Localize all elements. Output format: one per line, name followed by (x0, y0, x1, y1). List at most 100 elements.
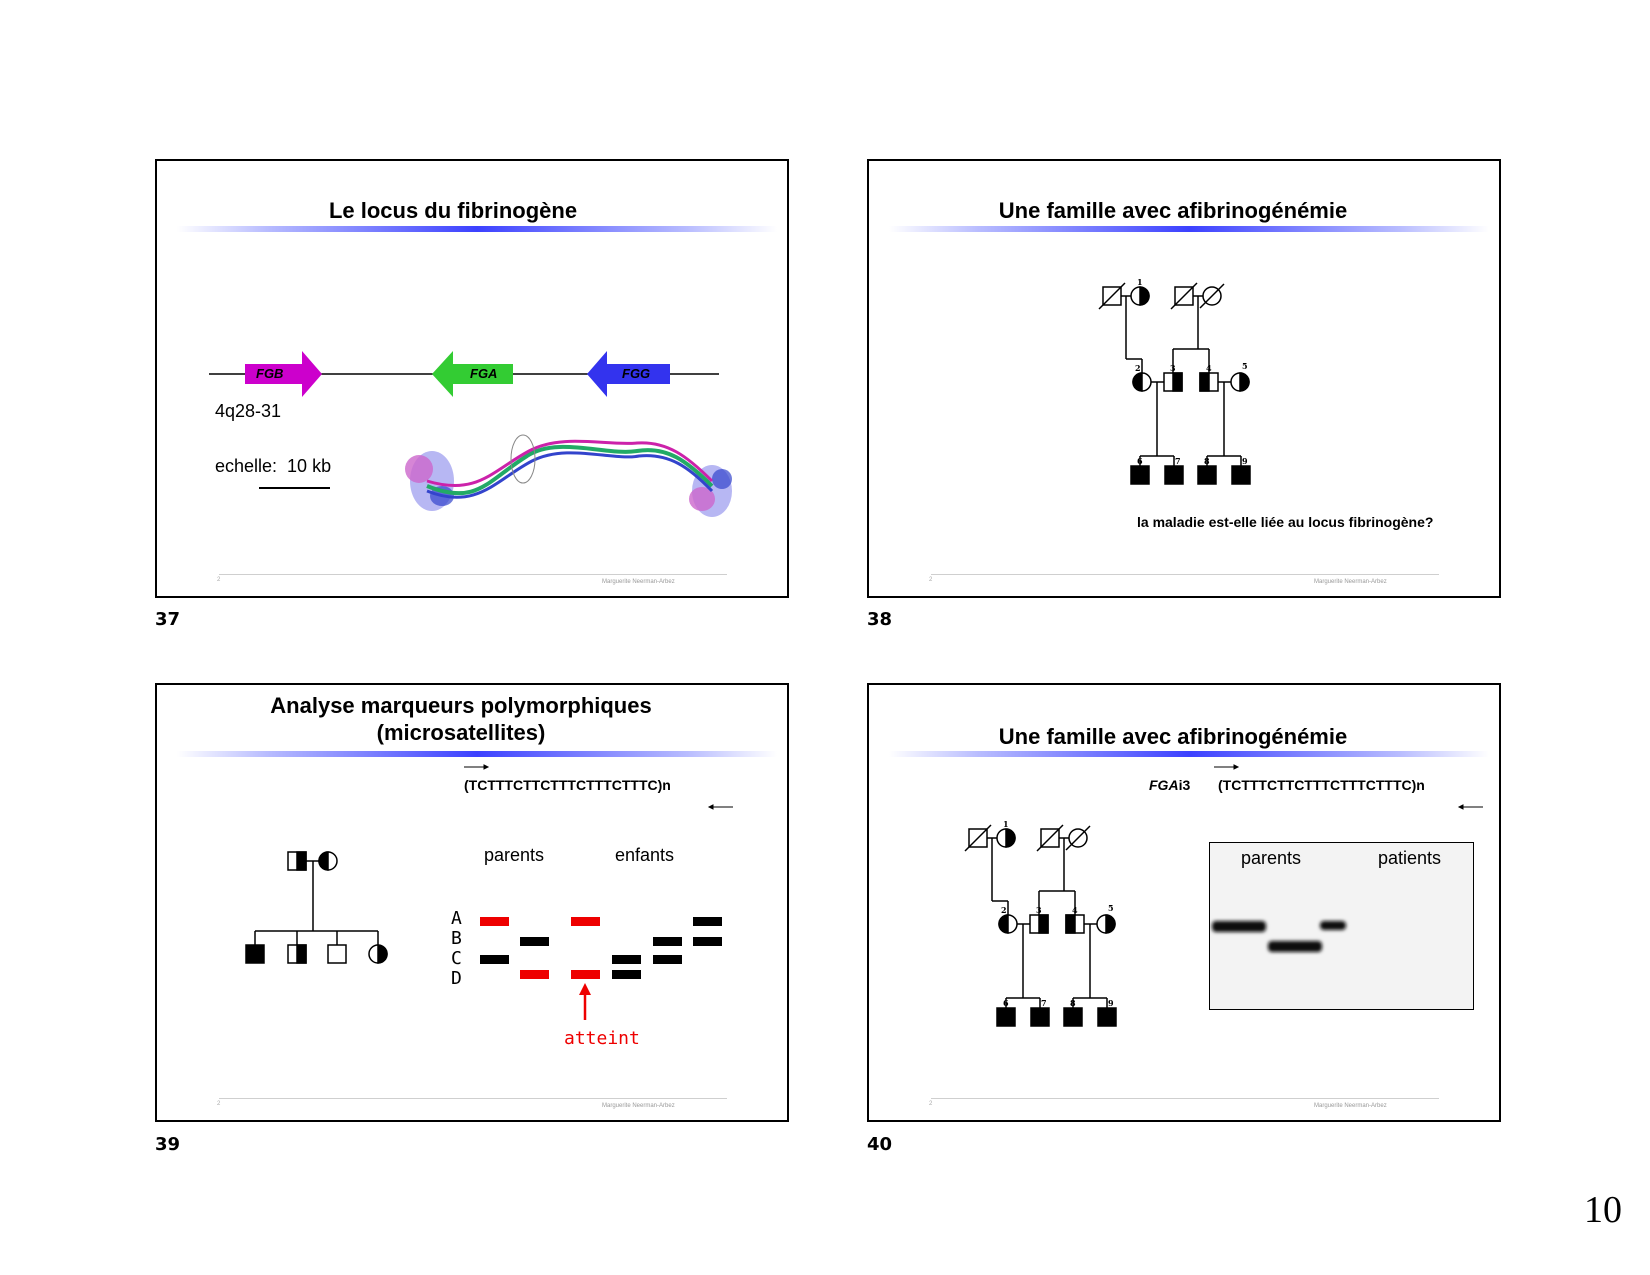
page-number: 10 (1584, 1189, 1622, 1231)
locus-label: 4q28-31 (215, 401, 282, 421)
band-allele-d (612, 970, 641, 979)
affected-label: atteint (564, 1028, 640, 1049)
slide-40: Une famille avec afibrinogénémie (867, 683, 1501, 1122)
slide-39: Analyse marqueurs polymorphiques (micros… (155, 683, 789, 1122)
gel-image: parents patients (1209, 842, 1474, 1010)
slide-number: 38 (867, 609, 893, 630)
repeat-sequence: (TCTTTCTTCTTTCTTTCTTTC)n (1218, 777, 1425, 793)
pedigree-label: 8 (1204, 456, 1210, 466)
pedigree-label: 1 (1137, 277, 1143, 287)
footer-line (219, 1098, 727, 1099)
allele-label-c: C (451, 948, 462, 969)
pedigree-label: 9 (1108, 998, 1114, 1008)
pedigree-label: 1 (1003, 819, 1009, 829)
gel-parents-label: parents (1241, 848, 1302, 868)
children-label: enfants (615, 845, 675, 865)
marker-name-suffix: i3 (1178, 777, 1191, 793)
pedigree-male-affected (1164, 465, 1184, 485)
title-underline (889, 751, 1489, 757)
pedigree-label: 4 (1072, 905, 1078, 915)
slide-number: 37 (155, 609, 181, 630)
repeat-sequence: (TCTTTCTTCTTTCTTTCTTTC)n (464, 777, 671, 793)
gene-label-fga: FGA (470, 366, 498, 381)
fibrinogen-structure-image (405, 434, 732, 517)
pedigree-label: 7 (1041, 998, 1047, 1008)
parents-label: parents (484, 845, 545, 865)
protein-ribbon (405, 434, 732, 517)
footer-mark: 2 (217, 1101, 221, 1107)
footer-line (931, 1098, 1439, 1099)
fgg-arrow (587, 351, 670, 397)
pedigree-male-affected (996, 1007, 1016, 1027)
band-allele-b (693, 937, 722, 946)
pedigree-label: 5 (1108, 903, 1114, 913)
allele-label-d: D (451, 968, 462, 989)
pedigree-male-affected (1197, 465, 1217, 485)
footer-mark: 2 (929, 577, 933, 583)
footer-author: Marguerite Neerman-Arbez (1314, 579, 1387, 585)
pedigree-label: 5 (1242, 361, 1248, 371)
pedigree-label: 4 (1206, 363, 1212, 373)
fga-arrow (432, 351, 513, 397)
allele-label-a: A (451, 908, 462, 929)
question-text: la maladie est-elle liée au locus fibrin… (1137, 514, 1434, 530)
footer-mark: 2 (929, 1101, 933, 1107)
pedigree-label: 9 (1242, 456, 1248, 466)
pedigree-label: 7 (1175, 456, 1181, 466)
pedigree-chart: 1 2 3 4 5 6 7 8 9 (964, 764, 1483, 1027)
title-underline (177, 751, 777, 757)
title-underline (177, 226, 777, 232)
gene-label-fgg: FGG (622, 366, 651, 381)
slide-number: 40 (867, 1134, 893, 1155)
gel-band (1268, 941, 1322, 952)
slide-number: 39 (155, 1134, 181, 1155)
band-allele-a (693, 917, 722, 926)
slide-title: Une famille avec afibrinogénémie (998, 198, 1348, 223)
pedigree-male-affected (1231, 465, 1251, 485)
pedigree-label: 2 (1135, 363, 1141, 373)
pedigree-label: 3 (1036, 905, 1042, 915)
footer-line (931, 574, 1439, 575)
pedigree-male-affected (1063, 1007, 1083, 1027)
band-allele-a-red (571, 917, 600, 926)
band-allele-a-red (480, 917, 509, 926)
band-allele-d-red (571, 970, 600, 979)
footer-mark: 2 (217, 577, 221, 583)
pedigree-child-affected (245, 944, 265, 964)
marker-name-italic: FGA (1149, 777, 1179, 793)
pedigree-label: 6 (1003, 998, 1009, 1008)
pedigree-label: 8 (1070, 998, 1076, 1008)
gene-label-fgb: FGB (256, 366, 284, 381)
slide-title: Le locus du fibrinogène (328, 198, 578, 223)
band-allele-c (612, 955, 641, 964)
slide-title: Une famille avec afibrinogénémie (998, 724, 1348, 749)
pedigree-child-unaffected (327, 944, 347, 964)
title-underline (889, 226, 1489, 232)
pedigree-chart: 1 2 3 4 5 6 7 8 9 (1098, 277, 1251, 485)
pedigree-male-affected (1030, 1007, 1050, 1027)
footer-line (219, 574, 727, 575)
gene-map (209, 351, 719, 489)
pedigree-label: 2 (1001, 905, 1007, 915)
fgb-arrow (245, 351, 322, 397)
marker-name: FGAi3 (1149, 777, 1190, 793)
gel-bands (1212, 921, 1346, 952)
slide-38: Une famille avec afibrinogénémie (867, 159, 1501, 598)
gel-band (1320, 921, 1346, 930)
gel-patients-label: patients (1378, 848, 1442, 868)
pedigree-male-affected (1130, 465, 1150, 485)
gel-band (1212, 921, 1266, 932)
band-allele-b (520, 937, 549, 946)
band-allele-d-red (520, 970, 549, 979)
scale-label: echelle: 10 kb (215, 456, 332, 476)
footer-author: Marguerite Neerman-Arbez (1314, 1103, 1387, 1109)
slide-37: Le locus du fibrinogène FGB FGA FGG 4q28… (155, 159, 789, 598)
microsatellite-figure (245, 764, 733, 1020)
footer-author: Marguerite Neerman-Arbez (602, 1103, 675, 1109)
band-allele-b (653, 937, 682, 946)
footer-author: Marguerite Neerman-Arbez (602, 579, 675, 585)
pedigree-label: 6 (1137, 456, 1143, 466)
band-allele-c (653, 955, 682, 964)
pedigree-label: 3 (1170, 363, 1176, 373)
pedigree-male-affected (1097, 1007, 1117, 1027)
